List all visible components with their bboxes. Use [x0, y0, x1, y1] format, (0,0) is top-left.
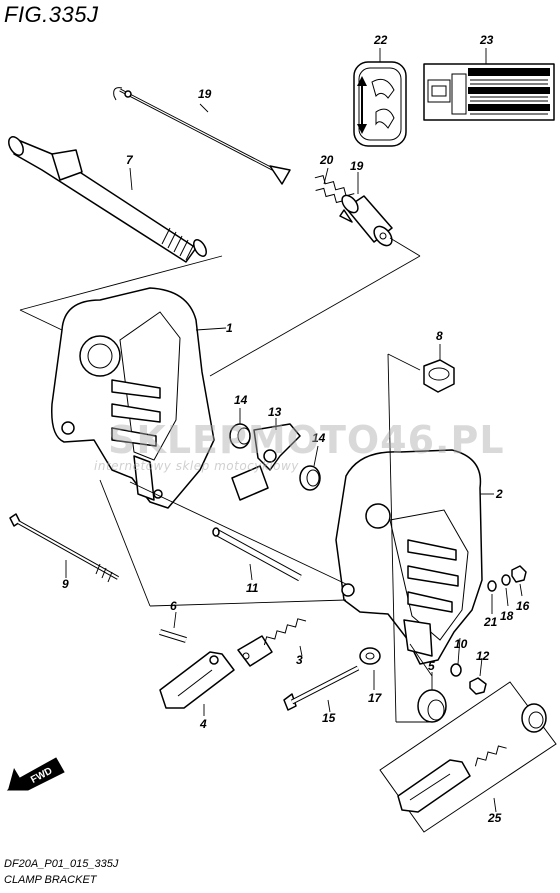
- part-12-nut: [469, 677, 487, 695]
- watermark-main: SKLEPMOTO46.PL: [108, 418, 505, 462]
- part-2-clamp-bracket: [335, 449, 483, 665]
- callout-14-left: 14: [234, 393, 248, 407]
- part-4-clamp-plate: [159, 651, 235, 709]
- callout-9: 9: [62, 577, 69, 591]
- callout-19: 19: [198, 87, 212, 101]
- callout-7: 7: [126, 153, 134, 167]
- part-3-screw: [237, 618, 307, 667]
- callout-8: 8: [436, 329, 443, 343]
- part-24-warning-label: [423, 63, 555, 121]
- part-19-rod: [113, 87, 291, 185]
- callout-1: 1: [226, 321, 233, 335]
- part-20-plunger: [339, 194, 393, 247]
- callout-13: 13: [268, 405, 282, 419]
- part-18-washer: [501, 574, 511, 586]
- callout-14-right: 14: [312, 431, 326, 445]
- callout-2: 2: [495, 487, 503, 501]
- callout-17: 17: [368, 691, 383, 705]
- callout-3: 3: [296, 653, 303, 667]
- watermark-sub: internetowy sklep motocyklowy: [94, 459, 299, 473]
- leader-lines: [19, 48, 523, 813]
- figure-code: DF20A_P01_015_335J: [4, 858, 119, 870]
- callout-20: 19: [350, 159, 364, 173]
- callout-4: 4: [199, 717, 207, 731]
- part-9-bolt: [9, 513, 119, 583]
- callouts: 19 7 20 19 22 23 1 8 14 13 14 2 9 11 6 3…: [62, 33, 530, 825]
- callout-10: 10: [454, 637, 468, 651]
- part-10-washer: [450, 663, 462, 677]
- callout-24: 23: [479, 33, 494, 47]
- callout-18: 18: [500, 609, 514, 623]
- callout-22: 21: [483, 615, 498, 629]
- part-17-washer: [359, 647, 381, 665]
- callout-15: 15: [322, 711, 336, 725]
- callout-16: 16: [516, 599, 530, 613]
- part-8-nut: [423, 359, 455, 393]
- part-14-bushing-right: [299, 465, 321, 491]
- part-21-spring: [314, 174, 355, 204]
- part-16-nut: [511, 565, 527, 583]
- callout-21: 20: [319, 153, 334, 167]
- callout-25: 25: [487, 811, 502, 825]
- callout-23: 22: [373, 33, 388, 47]
- part-13-lever: [231, 423, 301, 501]
- part-11-pin: [212, 527, 302, 582]
- part-23-sticker: [353, 61, 407, 147]
- part-6-pin: [159, 629, 187, 643]
- callout-6: 6: [170, 599, 177, 613]
- figure-title: FIG.335J: [4, 2, 99, 27]
- part-25-assembly-box: [379, 681, 557, 833]
- part-22-washer: [487, 580, 497, 592]
- part-7-shaft: [8, 136, 207, 263]
- part-15-bolt: [283, 665, 360, 711]
- figure-name: CLAMP BRACKET: [4, 874, 97, 886]
- callout-5: 5: [428, 659, 435, 673]
- callout-11: 11: [246, 581, 259, 595]
- part-1-clamp-bracket: [51, 287, 215, 509]
- part-5-pad: [417, 689, 447, 723]
- callout-12: 12: [476, 649, 490, 663]
- forward-arrow-icon: FWD: [6, 757, 65, 791]
